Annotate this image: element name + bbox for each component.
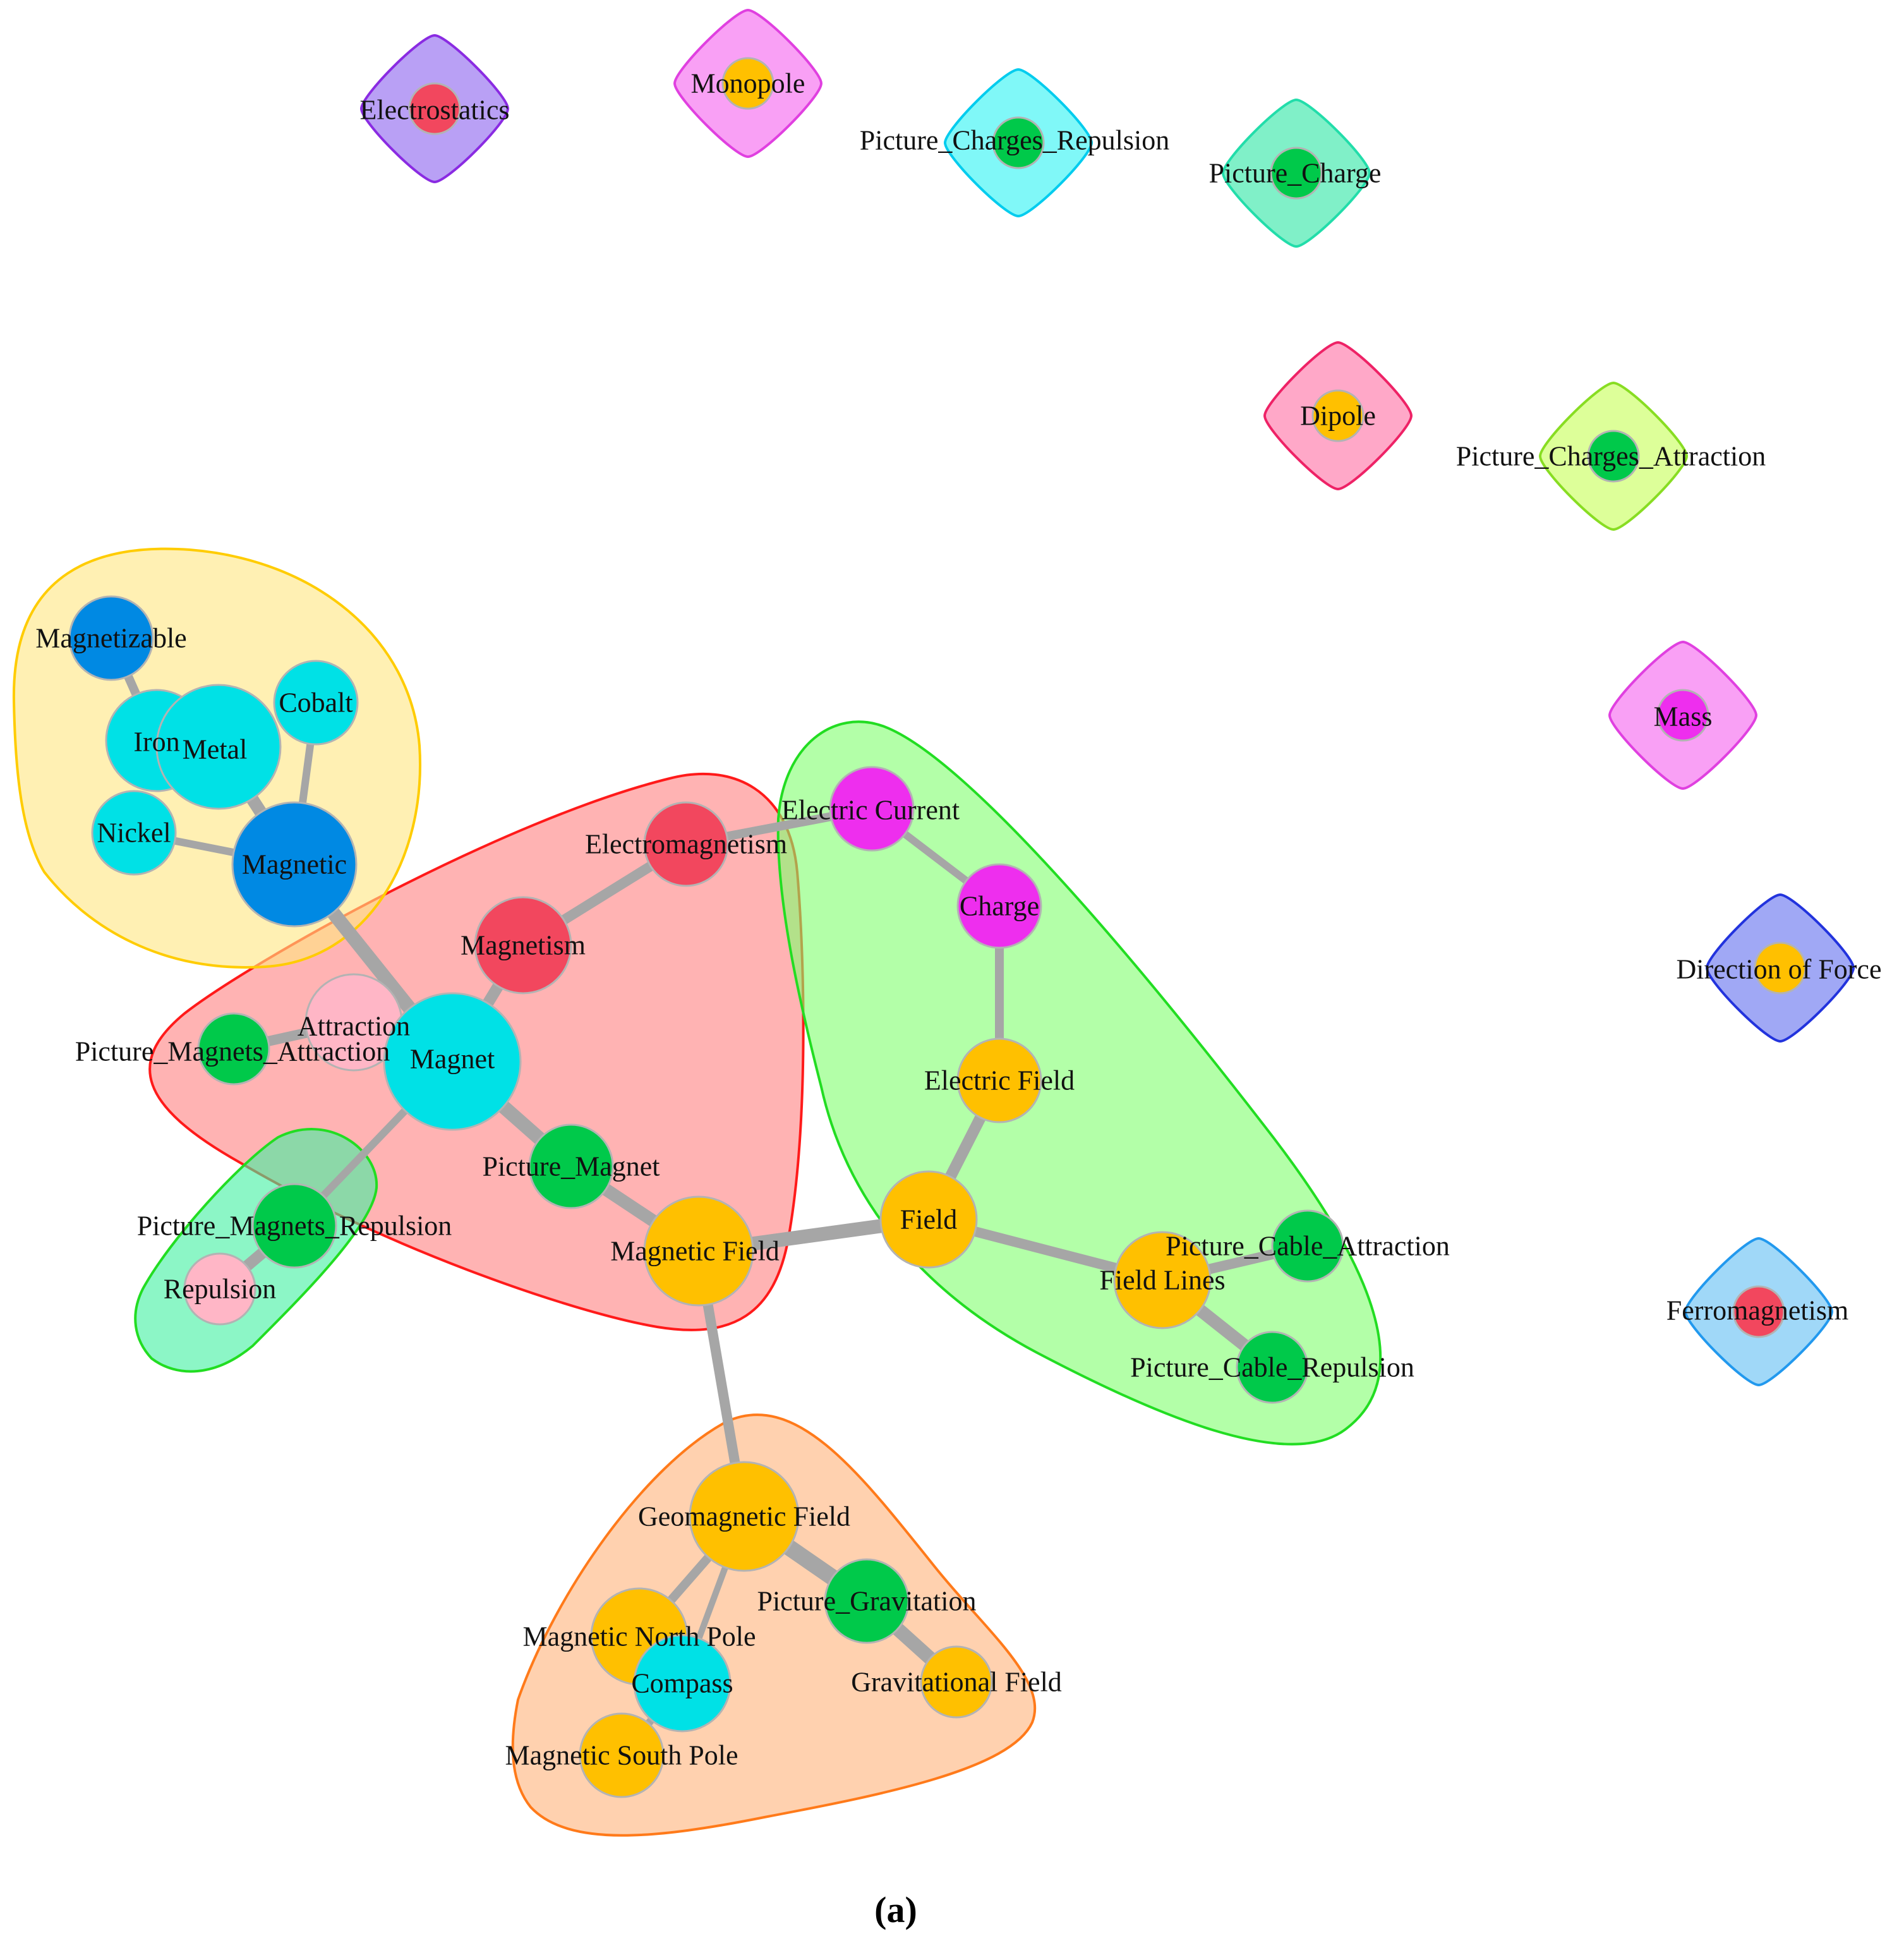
label-metal: Metal [183,734,248,765]
label-electric-field: Electric Field [924,1065,1075,1096]
label-attraction: Attraction [298,1011,410,1042]
node-electric-field[interactable] [956,1037,1042,1123]
figure-caption: (a) [874,1889,917,1930]
label-cobalt: Cobalt [279,687,352,718]
node-electrostatics[interactable] [408,82,461,135]
label-nickel: Nickel [97,818,171,849]
label-repulsion: Repulsion [164,1274,276,1305]
label-picture-charges-repulsion: Picture_Charges_Repulsion [860,125,1169,156]
label-electric-current: Electric Current [781,795,960,826]
label-field-lines: Field Lines [1099,1265,1225,1296]
node-monopole[interactable] [721,57,774,110]
label-dipole: Dipole [1300,401,1376,432]
node-magnetic-south-pole[interactable] [579,1712,665,1798]
node-metal[interactable] [155,684,282,810]
node-charge[interactable] [956,863,1042,949]
node-picture-magnets-repulsion[interactable] [251,1183,337,1269]
label-field: Field [900,1204,957,1235]
label-magnetizable: Magnetizable [35,623,186,654]
label-mass: Mass [1654,701,1713,732]
node-dipole[interactable] [1311,389,1365,442]
node-labels: Electrostatics MonopolePicture_Charges_Re… [35,68,1881,1771]
node-cobalt[interactable] [273,660,359,746]
node-electromagnetism[interactable] [643,801,729,887]
label-magnetic-south-pole: Magnetic South Pole [505,1740,738,1771]
node-geomagnetic-field[interactable] [689,1461,800,1572]
node-repulsion[interactable] [183,1252,256,1326]
node-magnetic[interactable] [231,801,358,928]
node-magnetic-field[interactable] [643,1195,754,1307]
label-electromagnetism: Electromagnetism [585,829,787,860]
label-magnetic-field: Magnetic Field [610,1236,780,1267]
repulsion-group-hull [134,1128,378,1373]
node-magnet[interactable] [383,992,522,1131]
label-magnetic-north-pole: Magnetic North Pole [522,1621,756,1652]
label-picture-cable-repulsion: Picture_Cable_Repulsion [1130,1352,1414,1383]
node-ferromagnetism[interactable] [1732,1285,1785,1338]
label-picture-charge: Picture_Charge [1209,158,1382,189]
label-electrostatics: Electrostatics [359,95,509,126]
node-picture-gravitation[interactable] [824,1558,910,1644]
label-monopole: Monopole [691,68,805,99]
label-direction-of-force: Direction of Force [1677,954,1882,985]
node-picture-charges-attraction[interactable] [1587,430,1640,483]
node-compass[interactable] [633,1634,732,1733]
label-picture-charges-attraction: Picture_Charges_Attraction [1456,441,1766,472]
label-ferromagnetism: Ferromagnetism [1666,1295,1848,1326]
node-picture-charge[interactable] [1270,147,1323,200]
label-picture-gravitation: Picture_Gravitation [757,1586,976,1617]
node-magnetism[interactable] [474,896,572,995]
label-picture-cable-attraction: Picture_Cable_Attraction [1166,1231,1450,1262]
label-magnet: Magnet [410,1044,495,1075]
node-picture-charges-repulsion[interactable] [992,116,1045,169]
node-electric-current[interactable] [829,766,915,852]
label-magnetism: Magnetism [461,930,586,961]
label-picture-magnet: Picture_Magnet [482,1151,660,1182]
label-iron: Iron [133,727,179,758]
label-gravitational-field: Gravitational Field [851,1667,1062,1698]
label-picture-magnets-attraction: Picture_Magnets_Attraction [75,1036,390,1067]
node-direction-of-force[interactable] [1754,941,1807,995]
label-geomagnetic-field: Geomagnetic Field [638,1501,850,1532]
node-field[interactable] [879,1170,978,1269]
node-gravitational-field[interactable] [920,1645,993,1719]
label-compass: Compass [631,1668,733,1699]
node-picture-magnet[interactable] [528,1123,614,1209]
label-magnetic: Magnetic [242,849,347,880]
node-picture-cable-repulsion[interactable] [1236,1331,1309,1404]
node-magnetizable[interactable] [68,595,154,681]
label-charge: Charge [960,891,1039,922]
network-nodes [68,57,1807,1798]
node-field-lines[interactable] [1113,1231,1212,1329]
node-mass[interactable] [1656,689,1709,742]
node-nickel[interactable] [91,790,177,876]
node-picture-cable-attraction[interactable] [1271,1209,1344,1283]
node-picture-magnets-attraction[interactable] [197,1012,270,1086]
label-picture-magnets-repulsion: Picture_Magnets_Repulsion [137,1211,452,1242]
